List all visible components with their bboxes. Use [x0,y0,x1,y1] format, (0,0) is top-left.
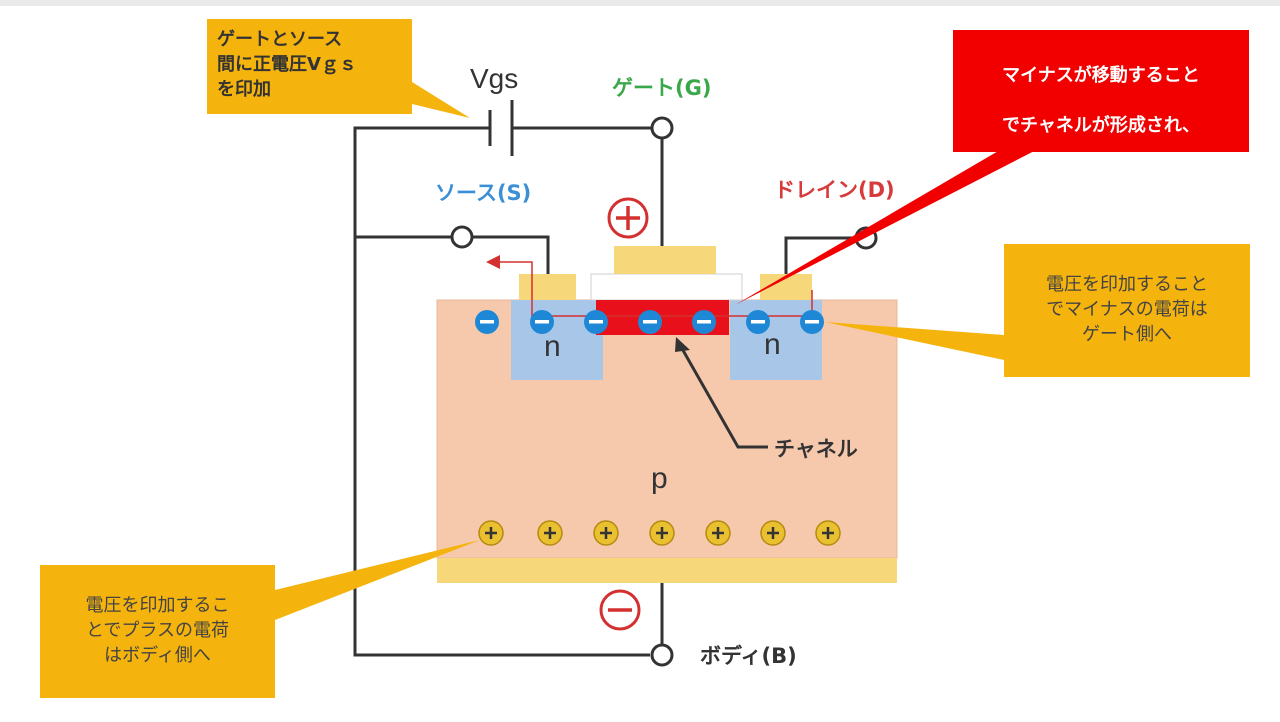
hole [593,520,619,546]
current-arrowhead [486,255,500,269]
channel-callout-line: ドレインからソースへ電 [1002,165,1200,186]
drain-label: ドレイン(D) [774,178,895,202]
electron-callout: 電圧を印加すること でマイナスの電荷は ゲート側へ [1004,244,1250,377]
wire-drain [784,236,856,274]
vgs-label: Vgs [470,63,518,94]
hole-callout: 電圧を印加するこ とでプラスの電荷 はボディ側へ [40,565,275,698]
electron [800,310,824,334]
holes [478,520,841,546]
n-left-label: n [544,330,561,363]
body-contact-metal [437,558,897,583]
channel-pointer-head [675,337,690,352]
body-terminal [650,643,674,667]
electron [638,310,662,334]
hole [478,520,504,546]
n-right-label: n [764,328,781,361]
gate-positive-symbol [607,197,649,239]
hole [537,520,563,546]
source-contact-metal [519,274,576,300]
source-terminal [450,225,474,249]
electron [692,310,716,334]
wire-source-contact [472,235,550,274]
channel-callout-line: マイナスが移動すること [1002,65,1200,86]
channel-pointer-line [678,344,768,449]
p-substrate [436,299,898,559]
electrons [475,310,824,334]
body-negative-symbol [599,589,641,631]
electron [475,310,499,334]
hole [815,520,841,546]
channel-callout: マイナスが移動すること でチャネルが形成され、 ドレインからソースへ電 流が流れ… [953,30,1249,236]
gate-oxide [590,273,743,301]
electron-callout-pointer [825,322,1004,360]
channel-callout-line: 流が流れる [1056,215,1146,236]
hole [760,520,786,546]
gate-terminal [650,116,674,140]
hole-callout-pointer [275,540,480,620]
red-callout-pointer [735,148,1040,305]
p-label: p [651,462,668,495]
body-label: ボディ(B) [700,644,797,668]
electron [584,310,608,334]
wire-body-loop [353,126,650,657]
n-region-source [511,300,603,380]
channel-label: チャネル [774,437,858,461]
hole [649,520,675,546]
gate-metal [614,246,716,274]
channel-callout-line: でチャネルが形成され、 [1002,115,1200,136]
vgs-callout: ゲートとソース 間に正電圧Vｇｓ を印加 [207,19,412,114]
gate-label: ゲート(G) [612,76,711,100]
electron [746,310,770,334]
top-border [0,0,1280,6]
source-label: ソース(S) [435,181,531,205]
electron [530,310,554,334]
vgs-callout-pointer [412,82,470,118]
hole [705,520,731,546]
